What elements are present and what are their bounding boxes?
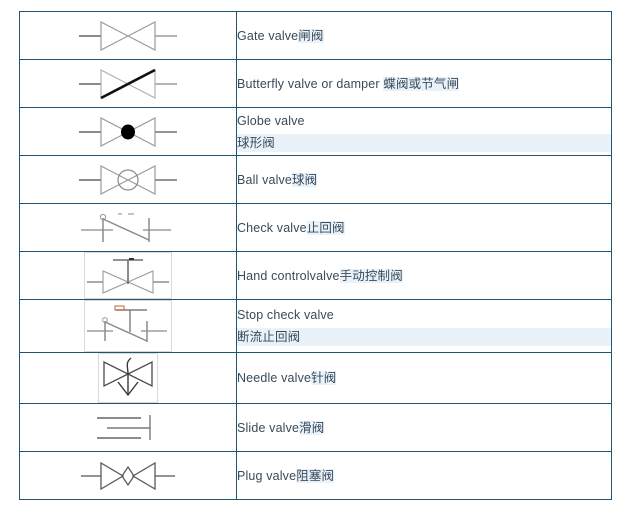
description-cell: Gate valve闸阀 <box>236 11 612 60</box>
gate-valve-symbol <box>79 20 177 51</box>
symbol-cell <box>19 299 237 353</box>
symbol-wrap <box>20 156 236 203</box>
desc-en: Globe valve <box>237 113 305 128</box>
table-row: Globe valve 球形阀 <box>19 107 612 156</box>
needle-valve-symbol <box>98 353 158 403</box>
table-row: Butterfly valve or damper 蝶阀或节气闸 <box>19 59 612 108</box>
desc-cn: 蝶阀或节气闸 <box>383 76 460 91</box>
slide-valve-symbol <box>97 414 151 440</box>
desc-en: Ball valve <box>237 172 292 187</box>
symbol-cell <box>19 59 237 108</box>
description-text: Ball valve球阀 <box>237 171 611 189</box>
symbol-cell <box>19 251 237 300</box>
desc-cn: 球阀 <box>292 172 318 187</box>
description-text: Butterfly valve or damper 蝶阀或节气闸 <box>237 75 611 93</box>
table-row: Gate valve闸阀 <box>19 11 612 60</box>
desc-en: Gate valve <box>237 28 299 43</box>
check-valve-symbol <box>81 212 171 242</box>
symbol-cell <box>19 155 237 204</box>
symbol-wrap <box>20 252 236 299</box>
symbol-cell <box>19 203 237 252</box>
symbol-wrap <box>20 12 236 59</box>
symbol-cell <box>19 451 237 500</box>
desc-cn-line2: 球形阀 <box>237 133 611 152</box>
symbol-wrap <box>20 300 236 352</box>
desc-cn: 手动控制阀 <box>339 268 403 283</box>
symbol-wrap <box>20 353 236 403</box>
stop-check-valve-symbol <box>84 300 172 352</box>
desc-en: Plug valve <box>237 468 297 483</box>
symbol-cell <box>19 107 237 156</box>
table-row: Slide valve滑阀 <box>19 403 612 452</box>
table-row: Ball valve球阀 <box>19 155 612 204</box>
description-cell: Stop check valve 断流止回阀 <box>236 299 612 353</box>
butterfly-valve-symbol <box>79 68 177 99</box>
globe-valve-symbol <box>79 116 177 147</box>
description-text: Needle valve针阀 <box>237 369 611 387</box>
description-cell: Plug valve阻塞阀 <box>236 451 612 500</box>
table-row: Hand controlvalve手动控制阀 <box>19 251 612 300</box>
table-row: Check valve止回阀 <box>19 203 612 252</box>
description-cell: Needle valve针阀 <box>236 352 612 404</box>
desc-en: Stop check valve <box>237 308 334 322</box>
desc-en: Check valve <box>237 220 307 235</box>
description-cell: Globe valve 球形阀 <box>236 107 612 156</box>
description-cell: Hand controlvalve手动控制阀 <box>236 251 612 300</box>
desc-cn: 针阀 <box>311 371 337 385</box>
symbol-cell <box>19 352 237 404</box>
symbol-wrap <box>20 108 236 155</box>
desc-cn: 滑阀 <box>299 420 325 435</box>
description-cell: Slide valve滑阀 <box>236 403 612 452</box>
symbol-cell <box>19 403 237 452</box>
desc-en: Butterfly valve or damper <box>237 76 384 91</box>
description-text: Gate valve闸阀 <box>237 27 611 45</box>
symbol-wrap <box>20 204 236 251</box>
description-text: Plug valve阻塞阀 <box>237 467 611 485</box>
desc-cn-line2: 断流止回阀 <box>237 328 611 346</box>
symbol-wrap <box>20 60 236 107</box>
table-row: Needle valve针阀 <box>19 352 612 404</box>
symbol-cell <box>19 11 237 60</box>
symbol-wrap <box>20 452 236 499</box>
description-cell: Butterfly valve or damper 蝶阀或节气闸 <box>236 59 612 108</box>
ball-valve-symbol <box>79 164 177 195</box>
desc-en: Needle valve <box>237 371 312 385</box>
valve-symbol-table: Gate valve闸阀 <box>19 11 612 500</box>
description-text: Hand controlvalve手动控制阀 <box>237 267 611 285</box>
desc-cn: 阻塞阀 <box>296 468 335 483</box>
desc-cn: 闸阀 <box>298 28 324 43</box>
desc-en: Slide valve <box>237 420 300 435</box>
symbol-wrap <box>20 404 236 451</box>
desc-cn: 止回阀 <box>306 220 345 235</box>
table-row: Plug valve阻塞阀 <box>19 451 612 500</box>
description-cell: Ball valve球阀 <box>236 155 612 204</box>
plug-valve-symbol <box>81 461 175 490</box>
description-text: Check valve止回阀 <box>237 219 611 237</box>
table-body: Gate valve闸阀 <box>19 11 612 500</box>
hand-control-valve-symbol <box>84 252 172 299</box>
description-text: Stop check valve 断流止回阀 <box>237 306 611 346</box>
desc-en: Hand controlvalve <box>237 268 340 283</box>
table-row: Stop check valve 断流止回阀 <box>19 299 612 353</box>
description-text: Globe valve 球形阀 <box>237 112 611 152</box>
description-cell: Check valve止回阀 <box>236 203 612 252</box>
description-text: Slide valve滑阀 <box>237 419 611 437</box>
